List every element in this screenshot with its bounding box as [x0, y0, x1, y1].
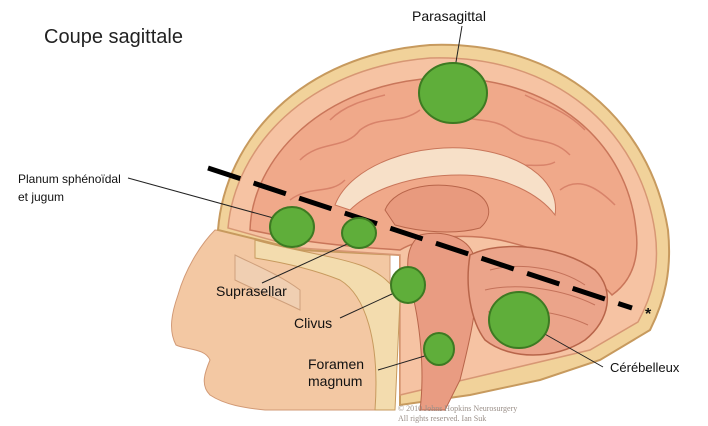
- copyright-notice: © 2010 Johns Hopkins Neurosurgery All ri…: [398, 404, 517, 424]
- copyright-line1: © 2010 Johns Hopkins Neurosurgery: [398, 404, 517, 414]
- diagram-title: Coupe sagittale: [44, 26, 183, 49]
- label-foramen-line2: magnum: [308, 373, 364, 390]
- label-foramen-magnum: Foramen magnum: [308, 356, 364, 390]
- label-planum-line2: et jugum: [18, 188, 121, 206]
- tumor-foramen: [424, 333, 454, 365]
- tumor-cerebelleux: [489, 292, 549, 348]
- copyright-line2: All rights reserved. Ian Suk: [398, 414, 517, 424]
- label-cerebelleux: Cérébelleux: [610, 360, 679, 375]
- label-suprasellar: Suprasellar: [216, 283, 287, 299]
- tumor-clivus: [391, 267, 425, 303]
- tumor-parasagittal: [419, 63, 487, 123]
- label-planum-line1: Planum sphénoïdal: [18, 170, 121, 188]
- tumor-planum: [270, 207, 314, 247]
- label-clivus: Clivus: [294, 315, 332, 331]
- label-planum-sphenoidal: Planum sphénoïdal et jugum: [18, 170, 121, 206]
- label-parasagittal: Parasagittal: [412, 8, 486, 24]
- asterisk-marker: *: [645, 306, 651, 324]
- label-foramen-line1: Foramen: [308, 356, 364, 373]
- tumor-suprasellar: [342, 218, 376, 248]
